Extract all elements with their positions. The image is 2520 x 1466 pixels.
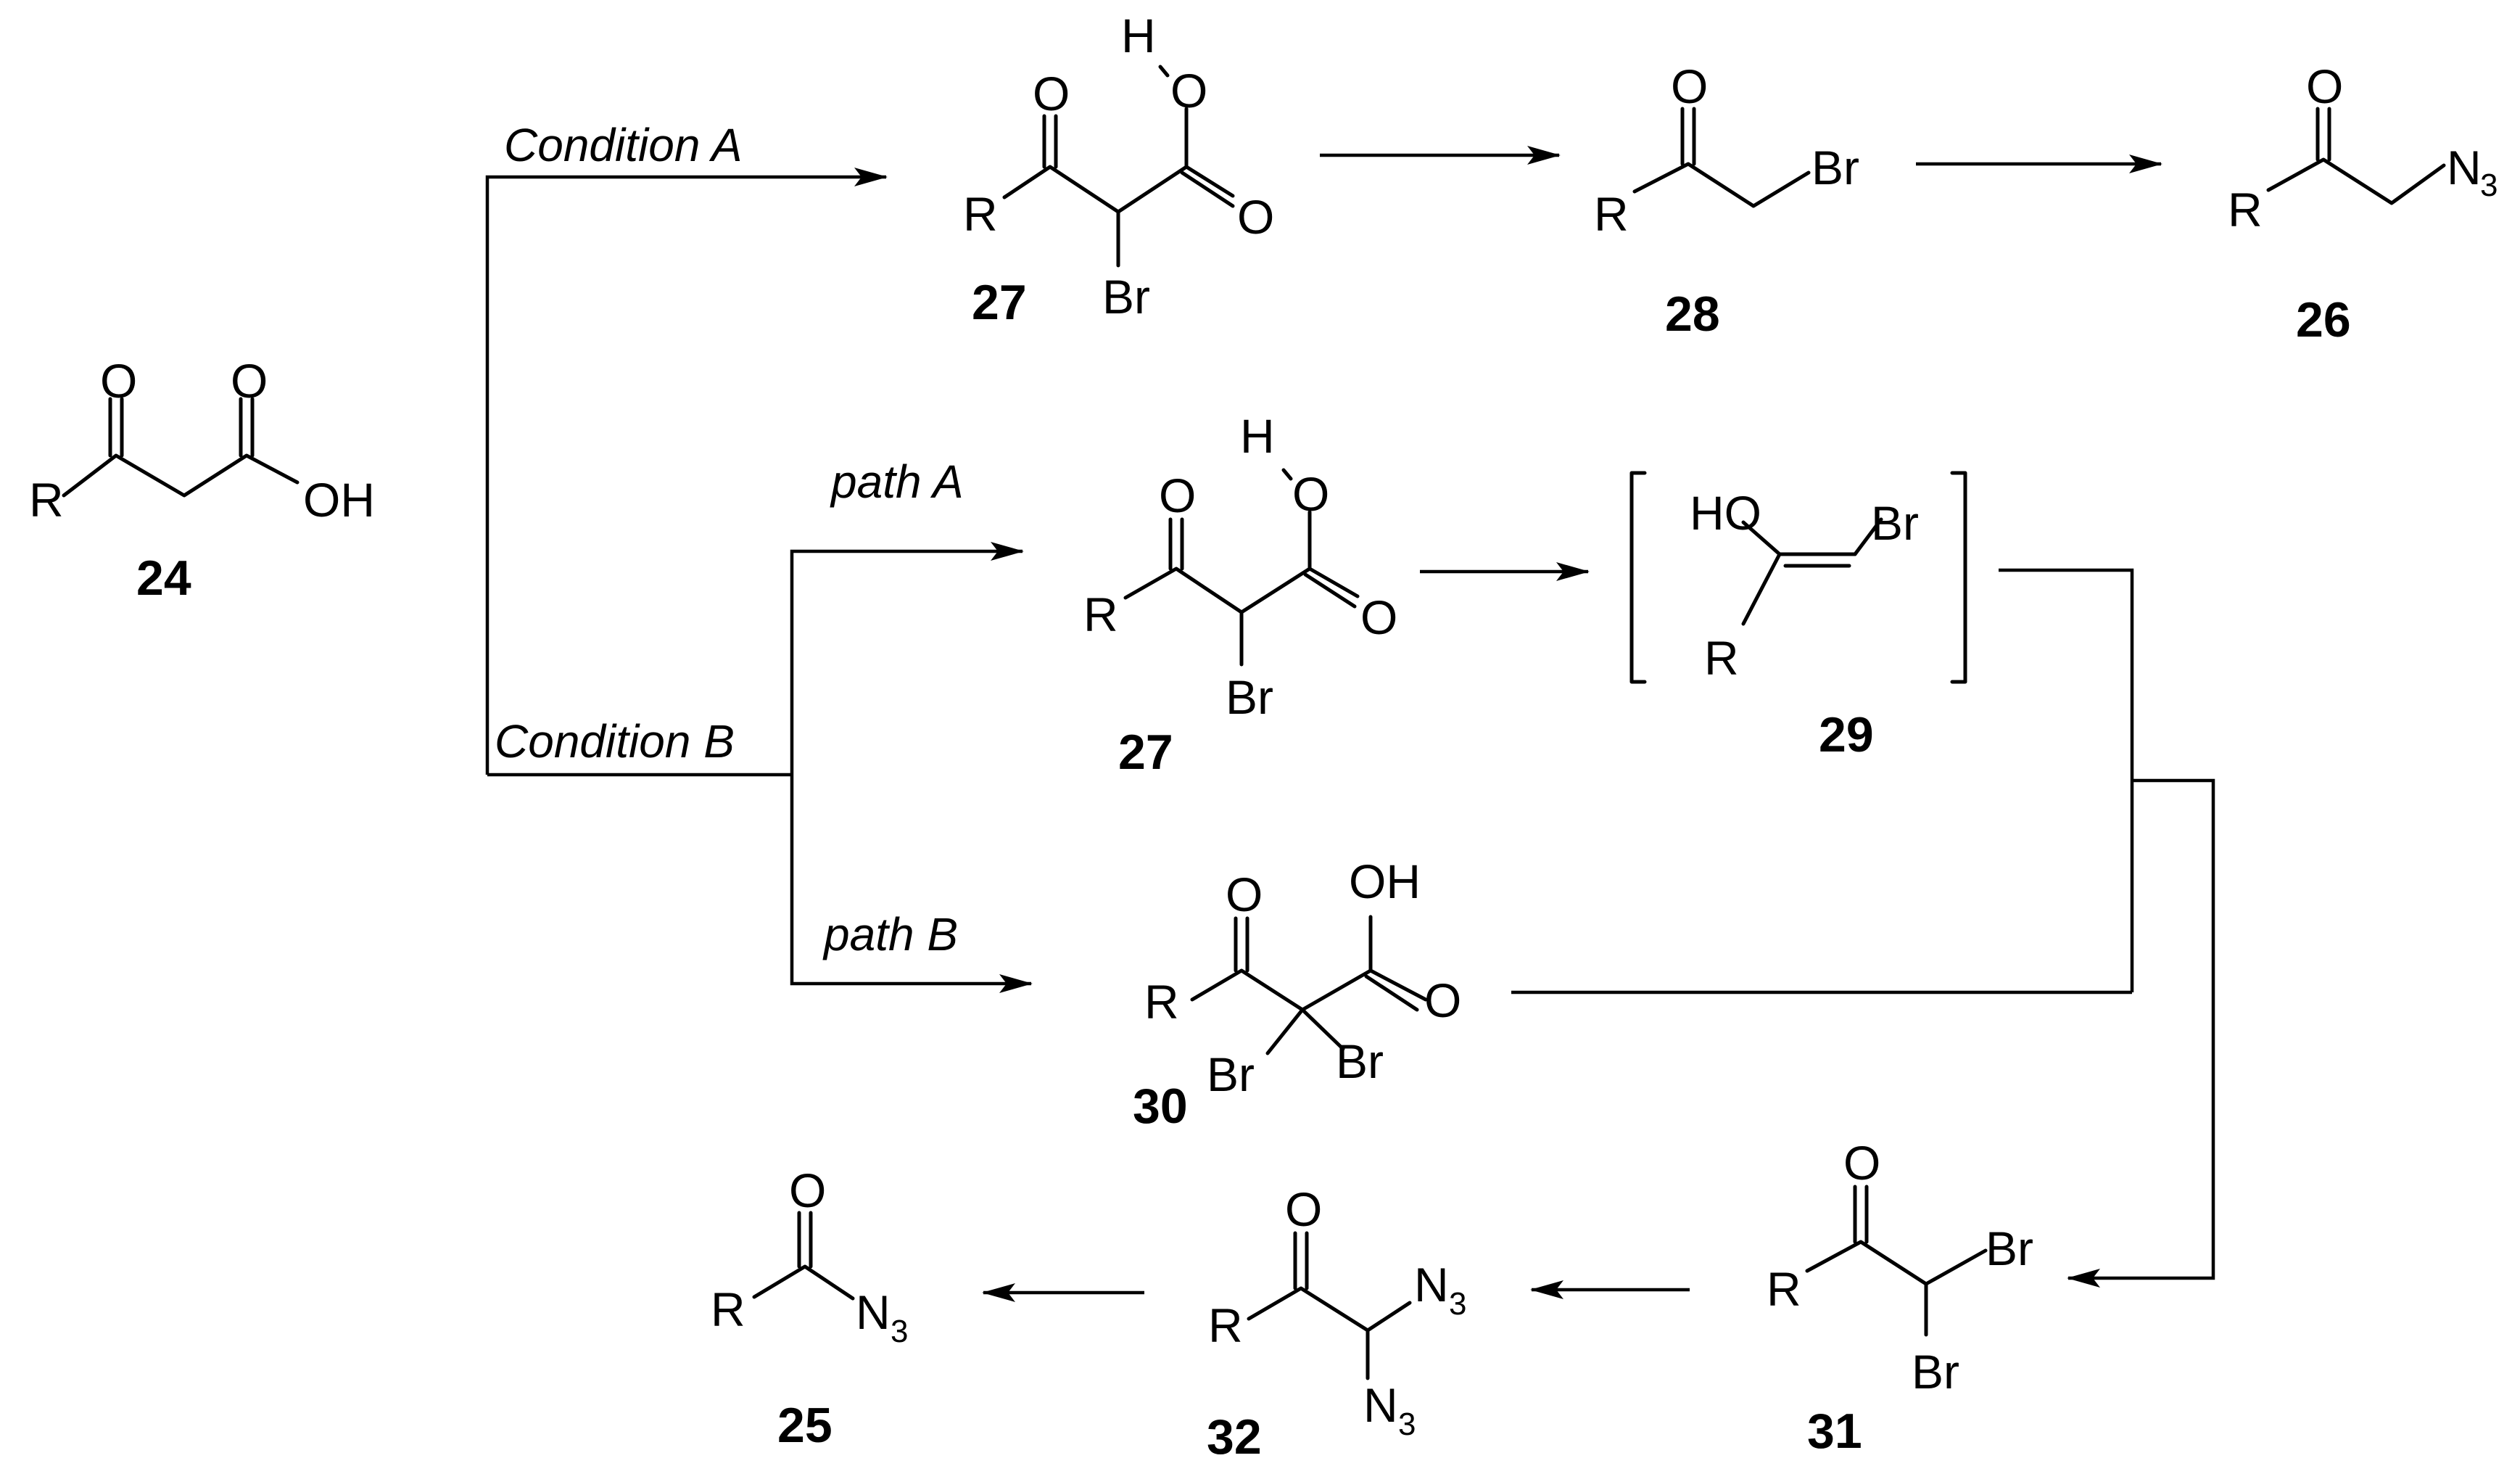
atom-br: Br [1336, 1034, 1384, 1088]
compound-number: 31 [1807, 1404, 1862, 1459]
atom-oh: OH [303, 473, 375, 527]
atom-n: N [1363, 1378, 1398, 1432]
atom-o: O [789, 1164, 826, 1217]
atom-o: O [2306, 59, 2343, 113]
atom-r: R [1704, 631, 1739, 685]
atom-n: N [856, 1285, 891, 1339]
compound-number: 30 [1133, 1079, 1188, 1134]
compound-27-top: R O H O O Br 27 [963, 9, 1274, 330]
compound-25: R O N 3 25 [711, 1164, 908, 1453]
atom-o: O [1170, 64, 1207, 118]
atom-subscript: 3 [1449, 1286, 1466, 1322]
atom-br: Br [1102, 270, 1150, 324]
compound-number: 29 [1819, 707, 1874, 762]
compound-number: 27 [972, 275, 1027, 330]
atom-r: R [1767, 1262, 1801, 1316]
compound-28: R O Br 28 [1594, 59, 1859, 342]
compound-number: 26 [2296, 292, 2351, 347]
compound-30: R O OH O Br Br 30 [1133, 855, 1461, 1134]
condition-a-label: Condition A [504, 119, 743, 171]
condition-b-label: Condition B [495, 715, 735, 767]
compound-number: 27 [1118, 725, 1173, 780]
atom-o: O [1671, 59, 1708, 113]
atom-br: Br [1986, 1222, 2033, 1275]
atom-r: R [2228, 183, 2263, 236]
atom-r: R [711, 1282, 745, 1336]
atom-br: Br [1811, 141, 1859, 194]
path-a-label: path A [830, 456, 964, 508]
compound-31: R O Br Br 31 [1767, 1136, 2033, 1459]
atom-r: R [1594, 187, 1629, 241]
atom-r: R [963, 187, 998, 241]
compound-29: HO Br R 29 [1629, 471, 1967, 762]
atom-o: O [100, 354, 137, 408]
compound-number: 25 [777, 1398, 833, 1453]
branch-lines [485, 168, 1033, 993]
atom-r: R [1208, 1298, 1243, 1352]
atom-ho: HO [1690, 486, 1761, 540]
atom-br: Br [1912, 1345, 1959, 1399]
atom-o: O [1033, 67, 1070, 120]
compound-number: 24 [136, 551, 191, 606]
atom-o: O [1285, 1182, 1322, 1236]
atom-br: Br [1871, 496, 1919, 550]
atom-subscript: 3 [891, 1314, 908, 1349]
atom-br: Br [1207, 1047, 1255, 1101]
atom-r: R [1144, 975, 1179, 1029]
atom-r: R [1083, 588, 1118, 641]
atom-h: H [1121, 9, 1156, 62]
compound-26: R O N 3 26 [2228, 59, 2498, 347]
path-b-label: path B [822, 908, 958, 960]
compound-27-middle: R O H O O Br 27 [1083, 409, 1397, 780]
atom-subscript: 3 [2480, 168, 2498, 203]
atom-n: N [2447, 141, 2482, 194]
atom-oh: OH [1349, 855, 1421, 908]
atom-o: O [1843, 1136, 1880, 1190]
atom-o: O [1159, 469, 1196, 522]
atom-br: Br [1226, 670, 1273, 724]
atom-h: H [1240, 409, 1275, 463]
compound-number: 32 [1207, 1409, 1262, 1465]
atom-n: N [1414, 1258, 1449, 1311]
compound-32: R O N 3 N 3 32 [1207, 1182, 1466, 1465]
atom-subscript: 3 [1398, 1407, 1416, 1442]
merge-lines [1511, 568, 2215, 1288]
atom-o: O [1226, 868, 1263, 921]
atom-r: R [29, 473, 64, 527]
atom-o: O [1360, 590, 1397, 644]
compound-number: 28 [1665, 287, 1720, 342]
atom-o: O [231, 354, 268, 408]
compound-24: R O O OH 24 [29, 354, 375, 606]
atom-o: O [1292, 467, 1329, 521]
atom-o: O [1237, 190, 1274, 244]
atom-o: O [1424, 973, 1461, 1027]
